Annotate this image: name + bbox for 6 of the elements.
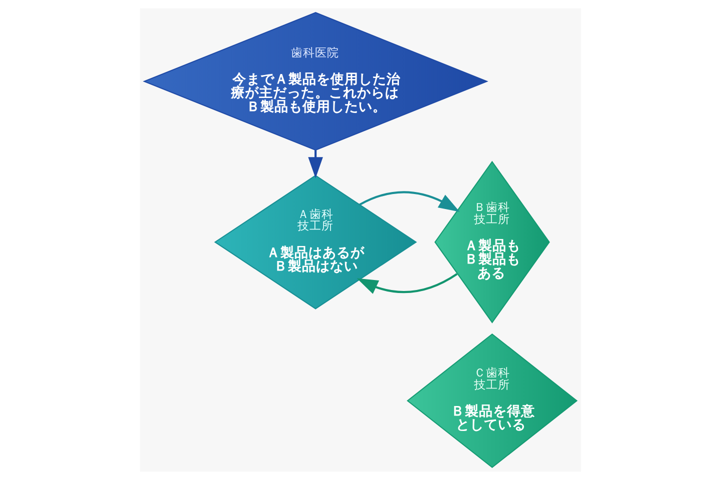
arrow	[356, 273, 458, 294]
node-diamond: Ｂ歯科技工所 Ａ製品もＢ製品もある	[434, 160, 550, 324]
node-diamond: 歯科医院 今までＡ製品を使用した治療が主だった。これからはＢ製品も使用したい。	[142, 12, 488, 151]
node-diamond: Ｃ歯科技工所 Ｂ製品を得意としている	[406, 333, 578, 468]
arrow	[358, 191, 460, 212]
node-diamond: Ａ歯科技工所 Ａ製品はあるがＢ製品はない	[214, 174, 416, 310]
